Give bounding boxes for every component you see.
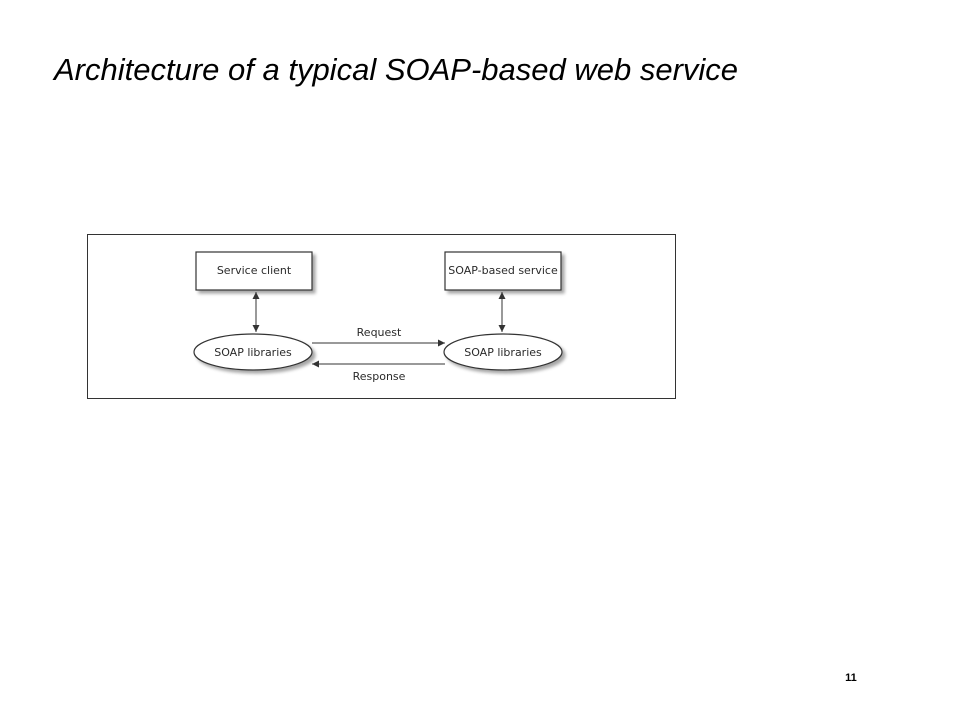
client-soap-libraries-node: SOAP libraries bbox=[193, 333, 313, 371]
response-label: Response bbox=[353, 370, 406, 383]
slide-title: Architecture of a typical SOAP-based web… bbox=[54, 52, 739, 87]
diagram-canvas: Service client SOAP-based service SOAP l… bbox=[193, 251, 563, 383]
page-number: 11 bbox=[845, 672, 857, 684]
soap-based-service-label: SOAP-based service bbox=[448, 264, 558, 277]
service-soap-libraries-node: SOAP libraries bbox=[443, 333, 563, 371]
client-soap-libraries-label: SOAP libraries bbox=[214, 346, 292, 359]
request-label: Request bbox=[357, 326, 402, 339]
service-client-label: Service client bbox=[217, 264, 292, 277]
soap-based-service-node: SOAP-based service bbox=[444, 251, 562, 291]
service-client-node: Service client bbox=[195, 251, 313, 291]
architecture-diagram: Service client SOAP-based service SOAP l… bbox=[87, 234, 676, 399]
service-soap-libraries-label: SOAP libraries bbox=[464, 346, 542, 359]
